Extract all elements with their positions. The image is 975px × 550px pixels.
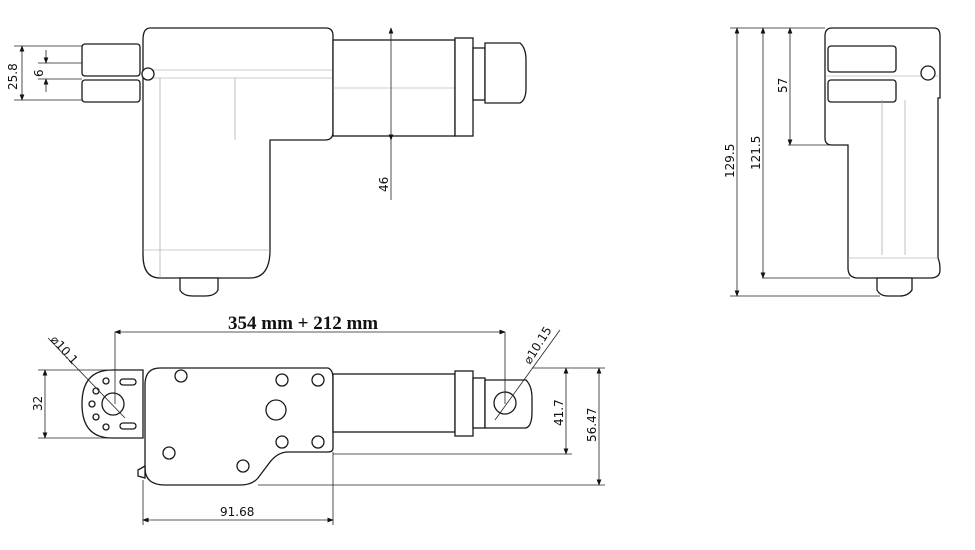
clevis-upper xyxy=(827,45,897,73)
dim-6: 6 xyxy=(32,69,46,77)
front-hole-diameter: ⌀10.15 xyxy=(521,324,555,367)
screw-icon xyxy=(275,373,289,387)
tube-collar xyxy=(454,37,474,137)
dim-129-5: 129.5 xyxy=(723,144,737,178)
motor-end-cap xyxy=(179,277,219,297)
rear-clevis-upper xyxy=(81,43,141,77)
rod-end xyxy=(484,42,527,104)
dim-91-68: 91.68 xyxy=(220,505,254,519)
screw-icon xyxy=(236,459,250,473)
motor-end-cap xyxy=(876,277,913,297)
dim-25-8: 25.8 xyxy=(6,63,20,90)
mount-slot xyxy=(119,422,137,430)
screw-icon xyxy=(162,446,176,460)
mount-hole xyxy=(102,377,110,385)
vent-plug xyxy=(265,399,287,421)
dim-57: 57 xyxy=(776,78,790,93)
clevis-lower xyxy=(827,79,897,103)
tube-collar xyxy=(454,370,474,437)
screw-icon xyxy=(920,65,936,81)
outer-tube xyxy=(332,373,456,433)
screw-icon xyxy=(311,435,325,449)
dim-41-7: 41.7 xyxy=(552,399,566,426)
leader-line xyxy=(47,337,126,419)
mount-hole xyxy=(102,423,110,431)
rear-hole xyxy=(101,392,125,416)
dim-56-47: 56.47 xyxy=(585,408,599,442)
side-view: 129.5 121.5 57 xyxy=(723,27,941,297)
inner-rod xyxy=(472,47,486,101)
screw-icon xyxy=(174,369,188,383)
top-view: 25.8 6 46 xyxy=(6,27,527,297)
dim-32: 32 xyxy=(31,396,45,411)
screw-icon xyxy=(311,373,325,387)
bottom-view: 354 mm + 212 mm ⌀10.1 ⌀10.15 32 41.7 56.… xyxy=(31,313,605,525)
motor-housing xyxy=(142,27,334,279)
mount-hole xyxy=(92,387,100,395)
stroke-length-label: 354 mm + 212 mm xyxy=(228,313,378,334)
leader-line xyxy=(494,329,561,421)
screw-icon xyxy=(275,435,289,449)
rear-clevis-lower xyxy=(81,79,141,103)
rear-hole-diameter: ⌀10.1 xyxy=(48,333,81,368)
dim-46: 46 xyxy=(377,177,391,192)
mount-slot xyxy=(119,378,137,386)
cable-gland xyxy=(137,464,146,479)
mount-hole xyxy=(88,400,96,408)
screw-icon xyxy=(141,67,155,81)
inner-rod xyxy=(472,377,486,429)
mount-hole xyxy=(92,413,100,421)
dim-121-5: 121.5 xyxy=(749,136,763,170)
